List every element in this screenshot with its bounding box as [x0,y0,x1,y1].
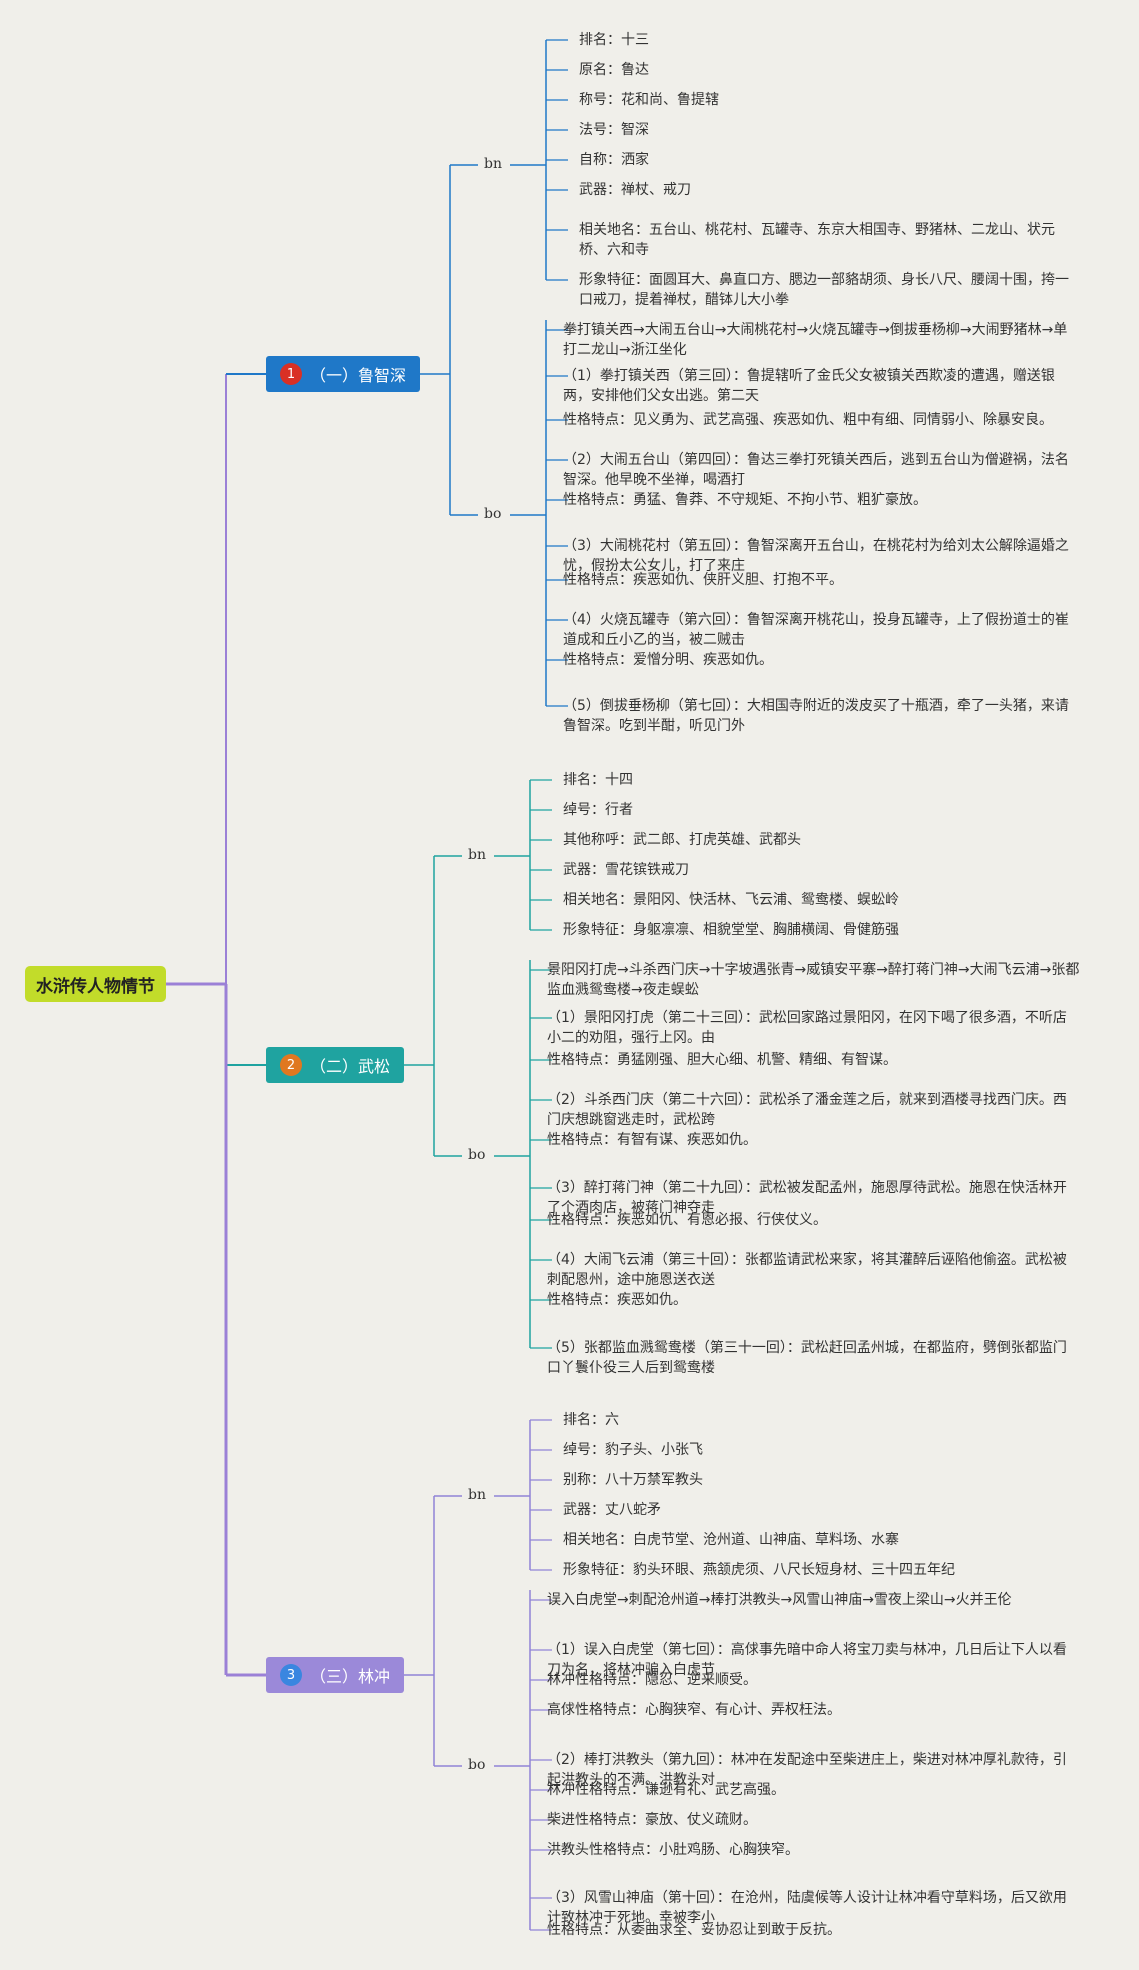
bo-leaf[interactable]: 误入白虎堂→刺配沧州道→棒打洪教头→风雪山神庙→雪夜上梁山→火并王伦 [547,1592,1012,1608]
badge-3: 3 [280,1664,302,1686]
bo-leaf[interactable]: （5）倒拔垂杨柳（第七回）：大相国寺附近的泼皮买了十瓶酒，牵了一头猪，来请鲁智深… [563,698,1069,734]
sub-bo[interactable]: bo [484,506,502,522]
bo-leaf[interactable]: 性格特点：勇猛刚强、胆大心细、机警、精细、有智谋。 [547,1052,897,1068]
branch-title: （二）武松 [310,1057,391,1076]
bn-leaf[interactable]: 武器：丈八蛇矛 [563,1502,661,1518]
bo-leaf[interactable]: （5）张都监血溅鸳鸯楼（第三十一回）：武松赶回孟州城，在都监府，劈倒张都监门口丫… [547,1340,1067,1376]
sub-bn[interactable]: bn [468,847,486,863]
bn-leaf[interactable]: 别称：八十万禁军教头 [563,1472,703,1488]
sub-bn[interactable]: bn [468,1487,486,1503]
bo-leaf[interactable]: 高俅性格特点：心胸狭窄、有心计、弄权枉法。 [547,1702,841,1718]
bo-leaf[interactable]: 性格特点：勇猛、鲁莽、不守规矩、不拘小节、粗犷豪放。 [563,492,927,508]
bo-leaf[interactable]: 性格特点：疾恶如仇。 [547,1292,687,1308]
badge-2: 2 [280,1054,302,1076]
bn-leaf[interactable]: 排名：十四 [563,772,633,788]
bo-leaf[interactable]: （3）风雪山神庙（第十回）：在沧州，陆虞候等人设计让林冲看守草料场，后又欲用计致… [547,1890,1067,1926]
branch-lu-zhishen[interactable]: 1 （一）鲁智深 [266,356,420,392]
bo-leaf[interactable]: （4）大闹飞云浦（第三十回）：张都监请武松来家，将其灌醉后诬陷他偷盗。武松被刺配… [547,1252,1067,1288]
bn-leaf[interactable]: 形象特征：面圆耳大、鼻直口方、腮边一部貉胡须、身长八尺、腰阔十围，挎一口戒刀，提… [579,272,1069,308]
bn-leaf[interactable]: 法号：智深 [579,122,649,138]
bo-leaf[interactable]: 柴进性格特点：豪放、仗义疏财。 [547,1812,757,1828]
bn-leaf[interactable]: 武器：禅杖、戒刀 [579,182,691,198]
bo-leaf[interactable]: （1）景阳冈打虎（第二十三回）：武松回家路过景阳冈，在冈下喝了很多酒，不听店小二… [547,1010,1067,1046]
root-node[interactable]: 水浒传人物情节 [25,966,166,1002]
bn-leaf[interactable]: 自称：洒家 [579,152,649,168]
sub-bo[interactable]: bo [468,1147,486,1163]
branch-lin-chong[interactable]: 3 （三）林冲 [266,1657,404,1693]
bn-leaf[interactable]: 形象特征：豹头环眼、燕颔虎须、八尺长短身材、三十四五年纪 [563,1562,955,1578]
bo-leaf[interactable]: （1）误入白虎堂（第七回）：高俅事先暗中命人将宝刀卖与林冲，几日后让下人以看刀为… [547,1642,1067,1678]
bo-leaf[interactable]: （2）棒打洪教头（第九回）：林冲在发配途中至柴进庄上，柴进对林冲厚礼款待，引起洪… [547,1752,1067,1788]
bo-leaf[interactable]: 性格特点：见义勇为、武艺高强、疾恶如仇、粗中有细、同情弱小、除暴安良。 [563,412,1053,428]
bo-leaf[interactable]: 拳打镇关西→大闹五台山→大闹桃花村→火烧瓦罐寺→倒拔垂杨柳→大闹野猪林→单打二龙… [563,322,1068,358]
bo-leaf[interactable]: （2）大闹五台山（第四回）：鲁达三拳打死镇关西后，逃到五台山为僧避祸，法名智深。… [563,452,1069,488]
bn-leaf[interactable]: 原名：鲁达 [579,62,649,78]
bn-leaf[interactable]: 相关地名：景阳冈、快活林、飞云浦、鸳鸯楼、蜈蚣岭 [563,892,899,908]
bo-leaf[interactable]: （1）拳打镇关西（第三回）：鲁提辖听了金氏父女被镇关西欺凌的遭遇，赠送银两，安排… [563,368,1055,404]
bn-leaf[interactable]: 称号：花和尚、鲁提辖 [579,92,719,108]
bo-leaf[interactable]: 洪教头性格特点：小肚鸡肠、心胸狭窄。 [547,1842,799,1858]
bn-leaf[interactable]: 绰号：行者 [563,802,633,818]
bn-leaf[interactable]: 绰号：豹子头、小张飞 [563,1442,703,1458]
bn-leaf[interactable]: 其他称呼：武二郎、打虎英雄、武都头 [563,832,801,848]
bo-leaf[interactable]: （2）斗杀西门庆（第二十六回）：武松杀了潘金莲之后，就来到酒楼寻找西门庆。西门庆… [547,1092,1067,1128]
sub-bn[interactable]: bn [484,156,502,172]
bn-leaf[interactable]: 武器：雪花镔铁戒刀 [563,862,689,878]
bn-leaf[interactable]: 相关地名：白虎节堂、沧州道、山神庙、草料场、水寨 [563,1532,899,1548]
bo-leaf[interactable]: 性格特点：爱憎分明、疾恶如仇。 [563,652,773,668]
bn-leaf[interactable]: 排名：六 [563,1412,619,1428]
bo-leaf[interactable]: 性格特点：疾恶如仇、侠肝义胆、打抱不平。 [563,572,843,588]
branch-title: （一）鲁智深 [310,366,407,385]
bo-leaf[interactable]: （3）大闹桃花村（第五回）：鲁智深离开五台山，在桃花村为给刘太公解除逼婚之忧，假… [563,538,1069,574]
bo-leaf[interactable]: 景阳冈打虎→斗杀西门庆→十字坡遇张青→威镇安平寨→醉打蒋门神→大闹飞云浦→张都监… [547,962,1080,998]
bo-leaf[interactable]: 林冲性格特点：谦逊有礼、武艺高强。 [547,1782,785,1798]
branch-wu-song[interactable]: 2 （二）武松 [266,1047,404,1083]
bn-leaf[interactable]: 排名：十三 [579,32,649,48]
bn-leaf[interactable]: 相关地名：五台山、桃花村、瓦罐寺、东京大相国寺、野猪林、二龙山、状元桥、六和寺 [579,222,1055,258]
bo-leaf[interactable]: 性格特点：有智有谋、疾恶如仇。 [547,1132,757,1148]
bo-leaf[interactable]: （4）火烧瓦罐寺（第六回）：鲁智深离开桃花山，投身瓦罐寺，上了假扮道士的崔道成和… [563,612,1069,648]
bo-leaf[interactable]: 性格特点：疾恶如仇、有恩必报、行侠仗义。 [547,1212,827,1228]
bn-leaf[interactable]: 形象特征：身躯凛凛、相貌堂堂、胸脯横阔、骨健筋强 [563,922,899,938]
branch-title: （三）林冲 [310,1667,391,1686]
bo-leaf[interactable]: （3）醉打蒋门神（第二十九回）：武松被发配孟州，施恩厚待武松。施恩在快活林开了个… [547,1180,1067,1216]
badge-1: 1 [280,363,302,385]
sub-bo[interactable]: bo [468,1757,486,1773]
bo-leaf[interactable]: 林冲性格特点：隐忍、逆来顺受。 [547,1672,757,1688]
bo-leaf[interactable]: 性格特点：从委曲求全、妥协忍让到敢于反抗。 [547,1922,841,1938]
